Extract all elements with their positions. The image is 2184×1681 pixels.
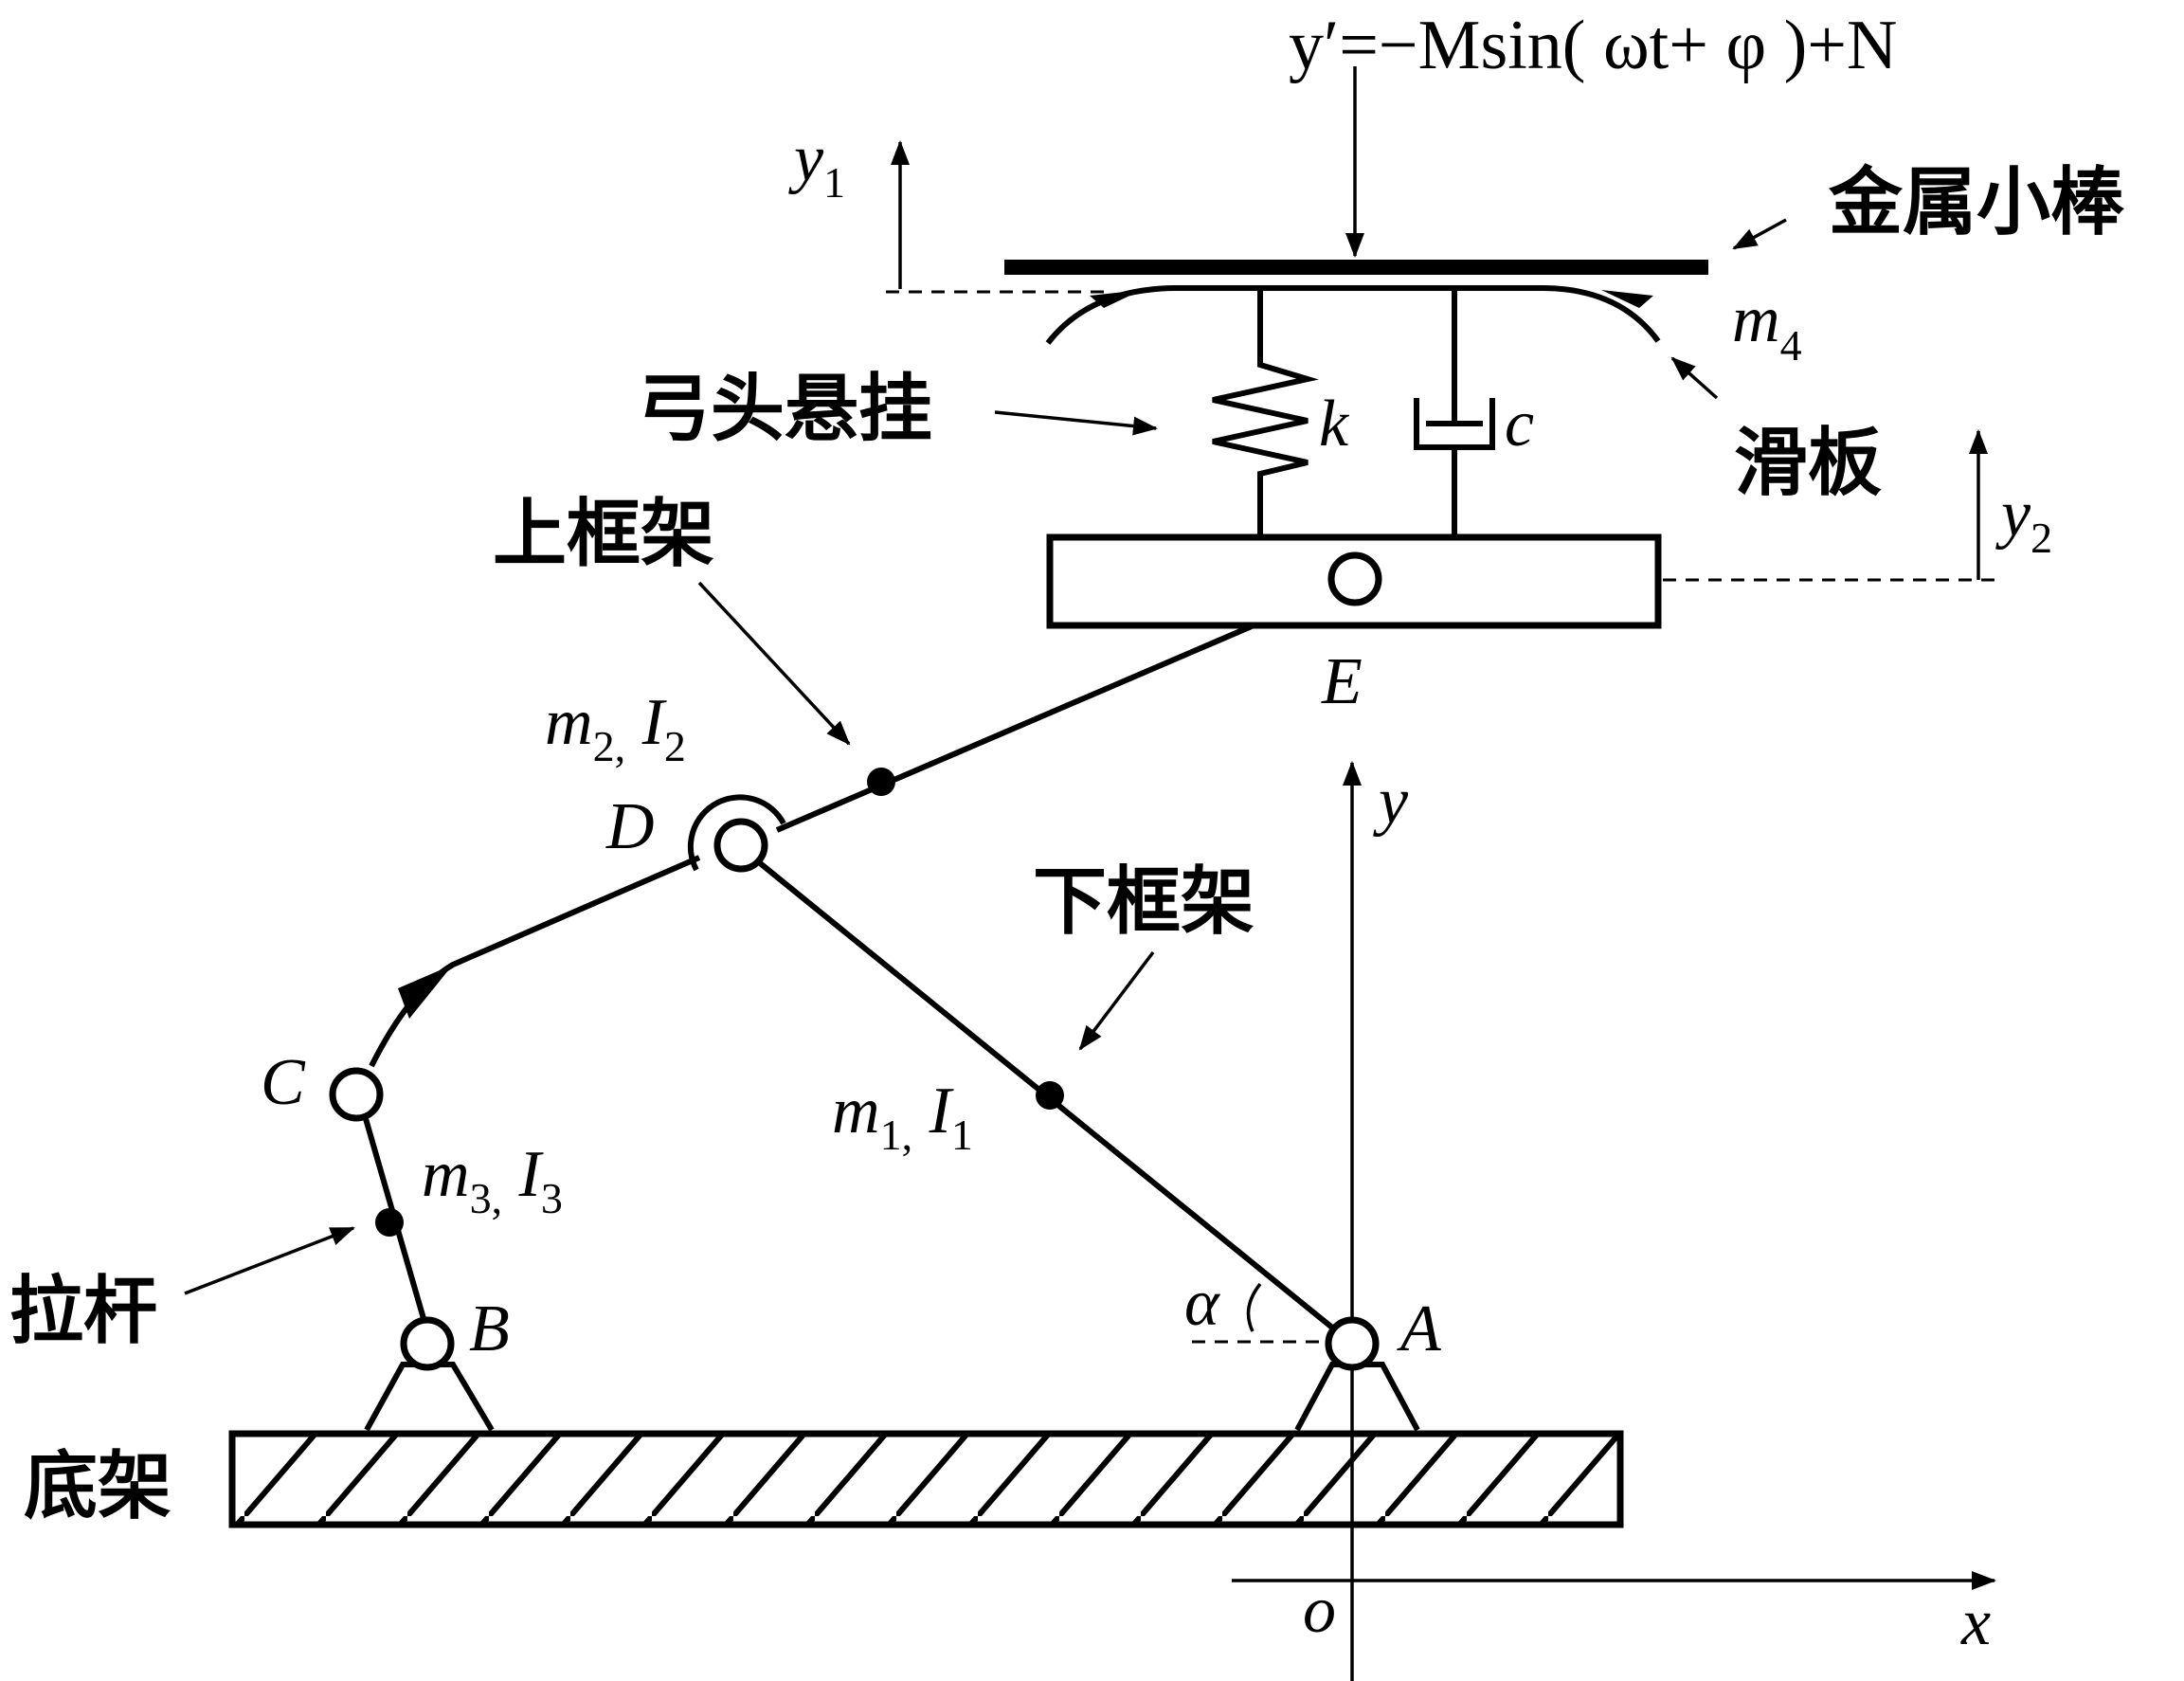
upper-frame-leader bbox=[697, 581, 851, 746]
joint-e bbox=[1327, 551, 1382, 606]
pull-rod-leader bbox=[184, 1226, 355, 1295]
suspension-leader bbox=[994, 410, 1158, 436]
alpha-arc bbox=[1246, 1282, 1262, 1332]
lower-frame-leader bbox=[1078, 950, 1155, 1051]
label-m4: m4 bbox=[1732, 283, 1802, 370]
label-y1: y1 bbox=[788, 122, 845, 207]
slide-plate-leader bbox=[1670, 356, 1719, 400]
metal-rod-leader bbox=[1732, 218, 1787, 250]
mass-center-lower-frame bbox=[1036, 1081, 1064, 1110]
label-m1-i1: m1, I1 bbox=[832, 1075, 973, 1159]
label-lower-frame: 下框架 bbox=[1033, 859, 1254, 945]
label-y-axis: y bbox=[1373, 765, 1409, 838]
joint-d bbox=[713, 818, 768, 873]
damper-c bbox=[1414, 288, 1495, 537]
y1-indicator bbox=[886, 140, 1109, 294]
label-y2: y2 bbox=[1995, 478, 2052, 562]
mass-center-pull-rod bbox=[375, 1208, 404, 1237]
force-label: y′=−Msin( ωt+ φ )+N bbox=[1289, 7, 1897, 84]
label-slide-plate: 滑板 bbox=[1734, 420, 1882, 506]
label-origin: o bbox=[1303, 1574, 1336, 1647]
label-m3-i3: m3, I3 bbox=[422, 1138, 563, 1222]
joint-a bbox=[1325, 1316, 1380, 1371]
label-c: c bbox=[1505, 388, 1534, 461]
linkage bbox=[357, 580, 1355, 1347]
label-alpha: α bbox=[1184, 1267, 1220, 1340]
label-upper-frame: 上框架 bbox=[493, 491, 714, 577]
label-a: A bbox=[1397, 1292, 1441, 1365]
y2-indicator bbox=[1663, 429, 1999, 582]
label-k: k bbox=[1319, 388, 1350, 461]
label-d: D bbox=[605, 790, 655, 863]
spring-k bbox=[1212, 288, 1319, 537]
label-metal-rod: 金属小棒 bbox=[1828, 159, 2125, 245]
joint-b bbox=[400, 1316, 455, 1371]
label-pull-rod: 拉杆 bbox=[9, 1268, 157, 1354]
label-suspension: 弓头悬挂 bbox=[637, 366, 932, 452]
slide-plate bbox=[1045, 285, 1661, 345]
label-m2-i2: m2, I2 bbox=[545, 686, 686, 770]
label-x-axis: x bbox=[1960, 1586, 1991, 1659]
label-c-joint: C bbox=[261, 1046, 306, 1119]
upper-frame-extension bbox=[369, 855, 701, 1068]
base-frame bbox=[228, 1362, 1624, 1528]
mass-center-upper-frame bbox=[867, 768, 895, 796]
joint-d-outer-arc bbox=[687, 794, 786, 872]
label-e: E bbox=[1321, 645, 1363, 718]
joint-c bbox=[329, 1067, 384, 1122]
coordinate-axes bbox=[1232, 761, 1996, 1681]
label-b: B bbox=[469, 1292, 510, 1365]
label-base: 底架 bbox=[24, 1443, 171, 1529]
